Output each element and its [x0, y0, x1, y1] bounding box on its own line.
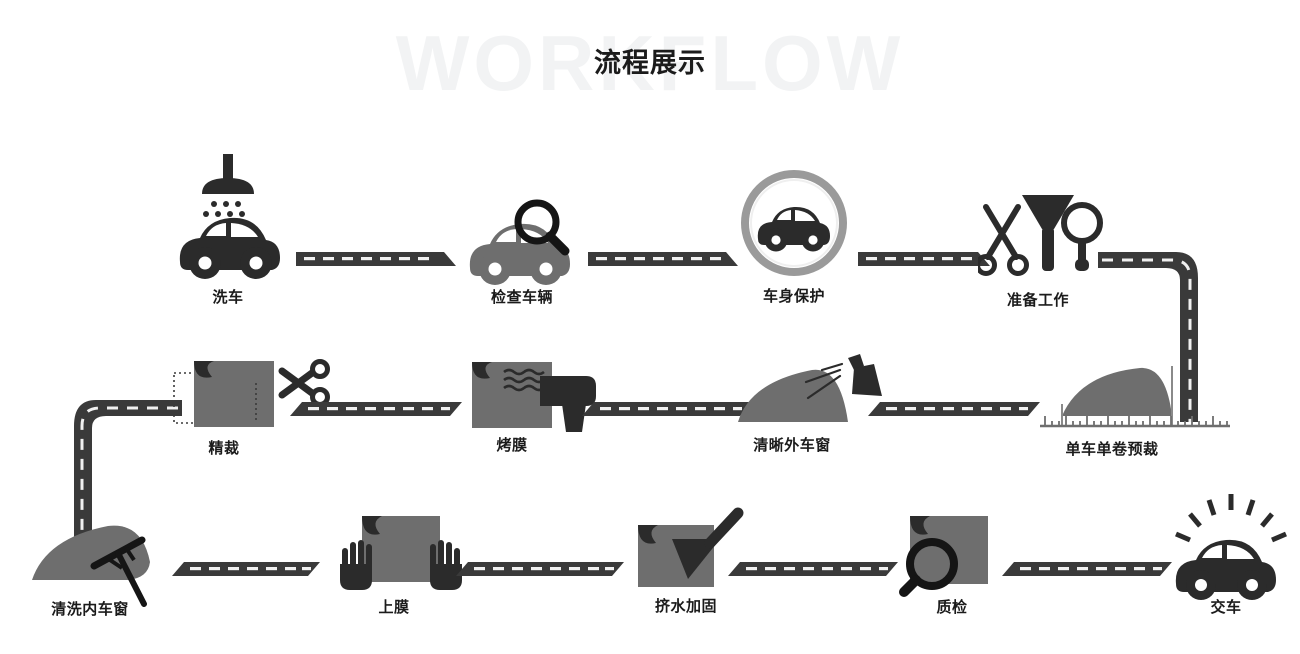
- step-node-6[interactable]: 烤膜: [470, 352, 610, 454]
- step-node-11[interactable]: 挤水加固: [628, 505, 758, 615]
- step-label-12: 质检: [936, 599, 968, 616]
- step-node-2[interactable]: 检查车辆: [462, 190, 582, 306]
- heat-gun-film-icon: [470, 352, 610, 447]
- film-cut-scissors-icon: [172, 355, 332, 450]
- step-node-8[interactable]: 单车单卷预裁: [1040, 356, 1230, 458]
- step-node-1[interactable]: 洗车: [168, 150, 288, 306]
- step-label-8: 单车单卷预裁: [1065, 441, 1159, 458]
- road-10-11: [456, 562, 624, 582]
- step-label-4: 准备工作: [1006, 292, 1070, 309]
- step-label-1: 洗车: [212, 289, 244, 306]
- road-4-5: [1098, 252, 1208, 422]
- step-node-12[interactable]: 质检: [896, 510, 1016, 616]
- road-9-10: [172, 562, 320, 582]
- window-ruler-icon: [1040, 356, 1230, 451]
- road-2-3: [588, 252, 738, 272]
- car-inspect-icon: [462, 190, 582, 290]
- step-label-6: 烤膜: [496, 437, 528, 454]
- step-node-13[interactable]: 交车: [1166, 492, 1296, 616]
- spray-window-icon: [736, 352, 886, 447]
- magnifier-film-icon: [896, 510, 1016, 605]
- hands-film-icon: [336, 510, 466, 605]
- page-title: 流程展示: [594, 48, 706, 78]
- road-1-2: [296, 252, 456, 272]
- car-shine-icon: [1166, 492, 1296, 605]
- squeegee-film-icon: [628, 505, 758, 605]
- road-7-8: [868, 402, 1040, 422]
- step-node-3[interactable]: 车身保护: [734, 165, 854, 305]
- step-node-10[interactable]: 上膜: [336, 510, 466, 616]
- car-wash-icon: [168, 150, 288, 285]
- title-area: WORKFLOW 流程展示: [0, 0, 1300, 120]
- step-label-7: 清晰外车窗: [753, 437, 831, 454]
- step-label-2: 检查车辆: [490, 289, 554, 306]
- step-label-10: 上膜: [378, 599, 410, 616]
- workflow-watermark: WORKFLOW: [395, 19, 905, 107]
- step-label-3: 车身保护: [762, 288, 826, 305]
- road-11-12: [728, 562, 898, 582]
- car-in-ring-icon: [734, 165, 854, 290]
- road-5-6: [290, 402, 462, 422]
- squeegee-window-icon: [30, 512, 180, 612]
- road-12-13: [1002, 562, 1172, 582]
- tools-prep-icon: [975, 185, 1103, 290]
- step-node-7[interactable]: 清晰外车窗: [736, 352, 886, 454]
- step-node-5[interactable]: 精裁: [172, 355, 332, 457]
- step-label-9: 清洗内车窗: [51, 601, 129, 618]
- road-3-4: [858, 252, 990, 272]
- step-label-11: 挤水加固: [654, 598, 718, 615]
- step-label-13: 交车: [1210, 599, 1242, 616]
- step-node-4[interactable]: 准备工作: [975, 185, 1103, 309]
- step-node-9[interactable]: 清洗内车窗: [30, 512, 180, 618]
- step-label-5: 精裁: [208, 440, 240, 457]
- road-6-7: [582, 402, 752, 422]
